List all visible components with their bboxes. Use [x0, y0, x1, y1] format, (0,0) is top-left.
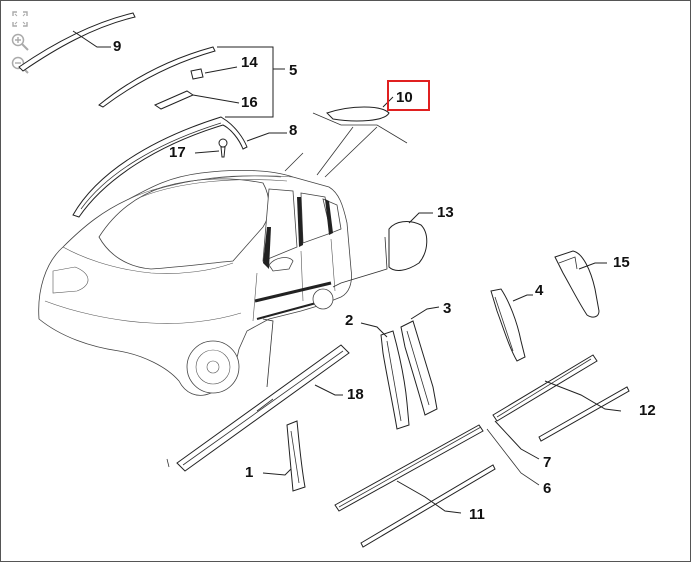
part-2-pillar — [360, 322, 410, 430]
callout-1[interactable]: 1 — [245, 464, 253, 481]
part-18-sill — [166, 318, 350, 472]
callout-4[interactable]: 4 — [535, 282, 544, 299]
zoom-in-icon — [11, 33, 29, 51]
part-6-moulding — [486, 428, 540, 486]
callout-9[interactable]: 9 — [113, 38, 121, 55]
part-12-strip — [538, 380, 630, 442]
part-13-panel — [332, 212, 433, 288]
callout-14[interactable]: 14 — [241, 54, 258, 71]
callout-5[interactable]: 5 — [289, 62, 297, 79]
part-15-trim — [554, 250, 607, 318]
part-1-pillar — [262, 420, 306, 492]
part-17-clip — [194, 138, 228, 158]
callout-8[interactable]: 8 — [289, 122, 297, 139]
part-3-pillar — [400, 306, 440, 416]
callout-11[interactable]: 11 — [469, 506, 485, 523]
fit-to-screen-icon — [12, 11, 28, 27]
callout-10-highlight — [387, 80, 430, 111]
callout-3[interactable]: 3 — [443, 300, 451, 317]
callout-labels: 9 14 5 16 8 17 10 13 15 4 2 3 18 12 1 7 … — [113, 38, 656, 523]
zoom-in-button[interactable] — [9, 32, 31, 52]
fit-to-screen-button[interactable] — [9, 9, 31, 29]
part-8-roof-rail — [72, 116, 287, 218]
callout-13[interactable]: 13 — [437, 204, 454, 221]
callout-7[interactable]: 7 — [543, 454, 551, 471]
callout-15[interactable]: 15 — [613, 254, 630, 271]
part-11-moulding — [334, 424, 496, 548]
callout-12[interactable]: 12 — [639, 402, 656, 419]
part-9-roof-strip — [18, 12, 136, 72]
part-7-moulding — [492, 354, 598, 460]
part-10-trim — [284, 96, 408, 178]
callout-2[interactable]: 2 — [345, 312, 353, 329]
part-4-pillar — [490, 288, 533, 362]
callout-16[interactable]: 16 — [241, 94, 258, 111]
callout-18[interactable]: 18 — [347, 386, 364, 403]
callout-10[interactable]: 10 — [396, 89, 413, 106]
part-5-roof-group — [98, 46, 285, 118]
callout-17[interactable]: 17 — [169, 144, 186, 161]
car-illustration — [38, 169, 352, 396]
callout-6[interactable]: 6 — [543, 480, 551, 497]
